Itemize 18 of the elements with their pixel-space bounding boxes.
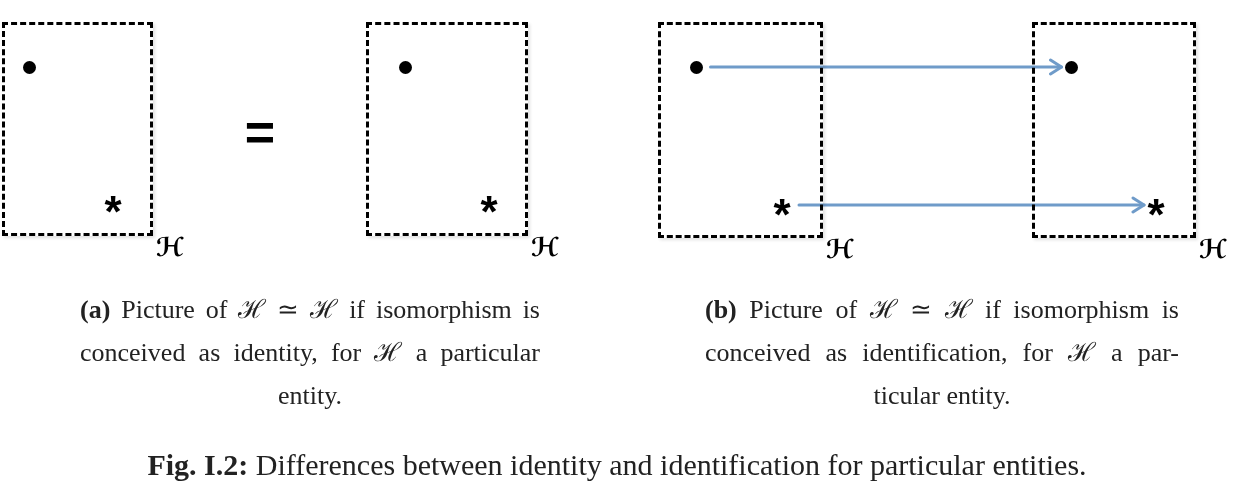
set-label: ℋ [531,234,559,258]
asterisk-symbol: * [773,196,791,214]
asterisk-symbol: * [1147,196,1165,214]
subfigure-caption: (a) Picture of ℋ ≃ ℋ if isomorphism is conceived as identity, for ℋ a particular entity. [80,294,540,412]
set-label: ℋ [156,234,184,258]
equals-sign: = [244,122,276,142]
arrow [709,58,1063,76]
dot-icon [22,60,36,74]
set-label: ℋ [826,236,854,260]
subfigure-caption: (b) Picture of ℋ ≃ ℋ if isomorphism is conceived as identification, for ℋ a par- ticular entity. [705,294,1179,412]
dot-icon [689,60,703,74]
asterisk-symbol: * [104,193,122,211]
arrow [797,196,1146,214]
dot-icon [398,60,412,74]
dot-icon [1064,60,1078,74]
set-label: ℋ [1199,236,1227,260]
asterisk-symbol: * [480,193,498,211]
figure-caption: Fig. I.2: Differences between identity and identification for particular entities. [146,449,1088,481]
